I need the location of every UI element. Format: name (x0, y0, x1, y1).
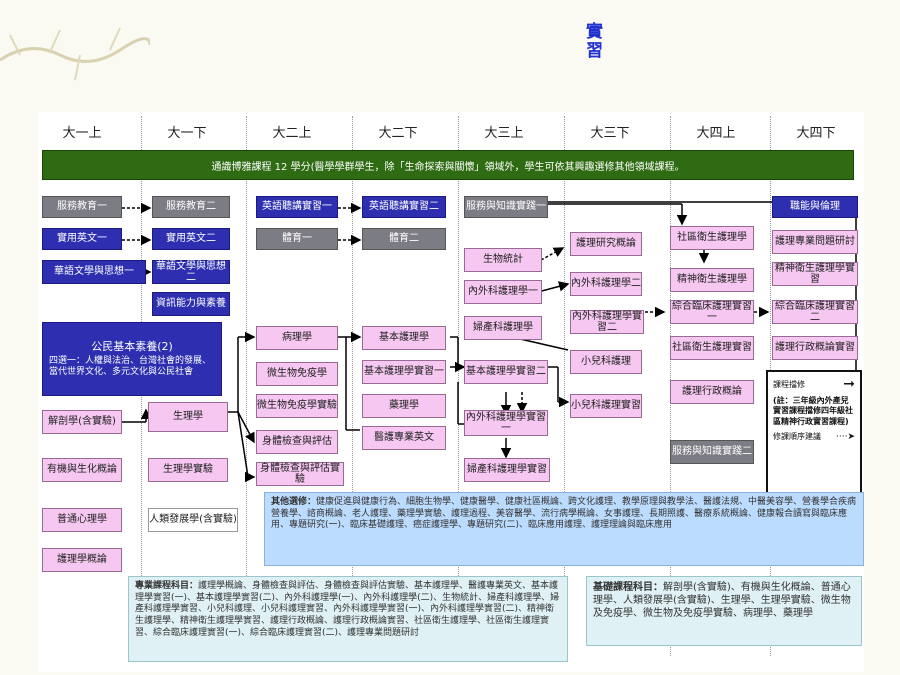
course-box: 華語文學與思想一 (42, 260, 146, 284)
course-box: 資訊能力與素養 (152, 292, 230, 316)
course-box: 微生物免疫學實驗 (256, 394, 338, 418)
professional-courses-heading: 專業課程科目： (135, 581, 199, 591)
legend-box: 課程擋修 ➞ (註：三年級內外產兒實習課程擋修四年級社區精神行政實習課程) 修課… (766, 370, 862, 494)
course-box: 實用英文一 (42, 228, 122, 250)
course-box: 護理專業問題研討 (772, 230, 858, 254)
professional-courses-panel: 專業課程科目：護理學概論、身體檢查與評估、身體檢查與評估實驗、基本護理學、醫護專… (128, 576, 568, 662)
course-box: 社區衛生護理學 (670, 226, 754, 250)
course-box: 護理行政概論實習 (772, 336, 858, 360)
other-electives-heading: 其他選修： (271, 497, 317, 507)
solid-arrow-icon: ➞ (843, 376, 855, 392)
citizen-literacy-box: 公民基本素養(2) 四選一：人權與法治、台灣社會的發展、當代世界文化、多元文化與… (42, 322, 222, 396)
course-box: 婦產科護理學實習 (464, 458, 550, 482)
course-box: 綜合臨床護理實習一 (670, 300, 754, 324)
course-box: 解剖學(含實驗) (42, 410, 122, 434)
course-box: 基本護理學實習二 (464, 360, 548, 384)
course-box: 生理學 (148, 402, 228, 432)
course-box: 護理行政概論 (670, 380, 754, 404)
dotted-arrow-icon: ····➤ (836, 431, 855, 442)
legend-prerequisite-label: 課程擋修 (773, 379, 805, 389)
basic-courses-panel: 基礎課程科目：解剖學(含實驗)、有機與生化概論、普通心理學、人類發展學(含實驗)… (586, 576, 862, 646)
column-divider (246, 116, 247, 656)
other-electives-text: 健康促進與健康行為、細胞生物學、健康醫學、健康社區概論、跨文化護理、教學原理與教… (271, 497, 857, 531)
column-divider (352, 116, 353, 656)
course-box: 醫護專業英文 (362, 426, 446, 450)
course-box: 身體檢查與評估 (256, 430, 338, 454)
course-box: 基本護理學 (362, 326, 446, 350)
curriculum-map: 大一上 大一下 大二上 大二下 大三上 大三下 大四上 大四下 通識博雅課程 12 學分(醫學… (38, 112, 864, 672)
column-divider (564, 116, 565, 656)
course-box: 身體檢查與評估實驗 (256, 462, 344, 486)
column-header: 大四下 (796, 126, 836, 141)
course-box: 華語文學與思想二 (152, 260, 230, 284)
column-header: 大三上 (484, 126, 524, 141)
course-box: 病理學 (256, 326, 338, 350)
course-box: 婦產科護理學 (464, 316, 542, 340)
course-box: 英語聽講實習二 (362, 196, 446, 218)
professional-courses-text: 護理學概論、身體檢查與評估、身體檢查與評估實驗、基本護理學、醫護專業英文、基本護… (135, 581, 560, 638)
course-box: 體育二 (362, 228, 446, 250)
column-header: 大二上 (272, 126, 312, 141)
basic-courses-text: 解剖學(含實驗)、有機與生化概論、普通心理學、人類發展學(含實驗)、生理學、生理… (593, 582, 851, 619)
general-education-banner: 通識博雅課程 12 學分(醫學學群學生，除「生命探索與關懷」領域外，學生可依其興… (42, 150, 854, 180)
course-box: 服務教育一 (42, 196, 122, 218)
column-header: 大四上 (696, 126, 736, 141)
course-box: 生理學實驗 (148, 458, 228, 482)
course-box: 藥理學 (362, 394, 446, 418)
legend-note: (註：三年級內外產兒實習課程擋修四年級社區精神行政實習課程) (773, 396, 853, 426)
course-box: 服務教育二 (152, 196, 230, 218)
course-box: 社區衛生護理實習 (670, 336, 754, 360)
other-electives-panel: 其他選修：健康促進與健康行為、細胞生物學、健康醫學、健康社區概論、跨文化護理、教… (264, 492, 864, 566)
course-box: 護理學概論 (42, 548, 122, 572)
course-box: 職能與倫理 (772, 196, 858, 218)
course-box: 綜合臨床護理實習二 (772, 300, 858, 324)
course-box: 生物統計 (464, 248, 542, 272)
side-title: 實習 (582, 22, 602, 60)
course-box: 微生物免疫學 (256, 362, 338, 386)
course-box: 人類發展學(含實驗) (148, 508, 238, 532)
course-box: 普通心理學 (42, 508, 122, 532)
column-header: 大一下 (167, 126, 207, 141)
course-box: 內外科護理學二 (570, 272, 642, 296)
citizen-literacy-body: 四選一：人權與法治、台灣社會的發展、當代世界文化、多元文化與公民社會 (49, 356, 212, 377)
basic-courses-heading: 基礎課程科目： (593, 582, 663, 593)
column-header: 大二下 (378, 126, 418, 141)
vine-decoration-icon (0, 27, 150, 81)
course-box: 內外科護理學實習二 (570, 310, 644, 334)
course-box: 護理研究概論 (570, 232, 642, 256)
column-header: 大一上 (62, 126, 102, 141)
citizen-literacy-title: 公民基本素養(2) (91, 339, 173, 353)
course-box: 英語聽講實習一 (256, 196, 338, 218)
course-box: 精神衛生護理學實習 (772, 262, 858, 286)
legend-suggested-order-label: 修課順序建議 (773, 432, 821, 442)
course-box: 小兒科護理實習 (570, 394, 642, 418)
course-box: 體育一 (256, 228, 338, 250)
course-box: 服務與知識實踐一 (464, 196, 548, 218)
course-box: 實用英文二 (152, 228, 230, 250)
course-box: 有機與生化概論 (42, 458, 122, 482)
column-header: 大三下 (590, 126, 630, 141)
course-box: 精神衛生護理學 (670, 268, 754, 292)
course-box: 內外科護理學實習一 (464, 410, 548, 436)
course-box: 基本護理學實習一 (362, 360, 446, 384)
course-box: 服務與知識實踐二 (670, 440, 754, 464)
course-box: 小兒科護理 (570, 350, 642, 374)
course-box: 內外科護理學一 (464, 280, 542, 304)
